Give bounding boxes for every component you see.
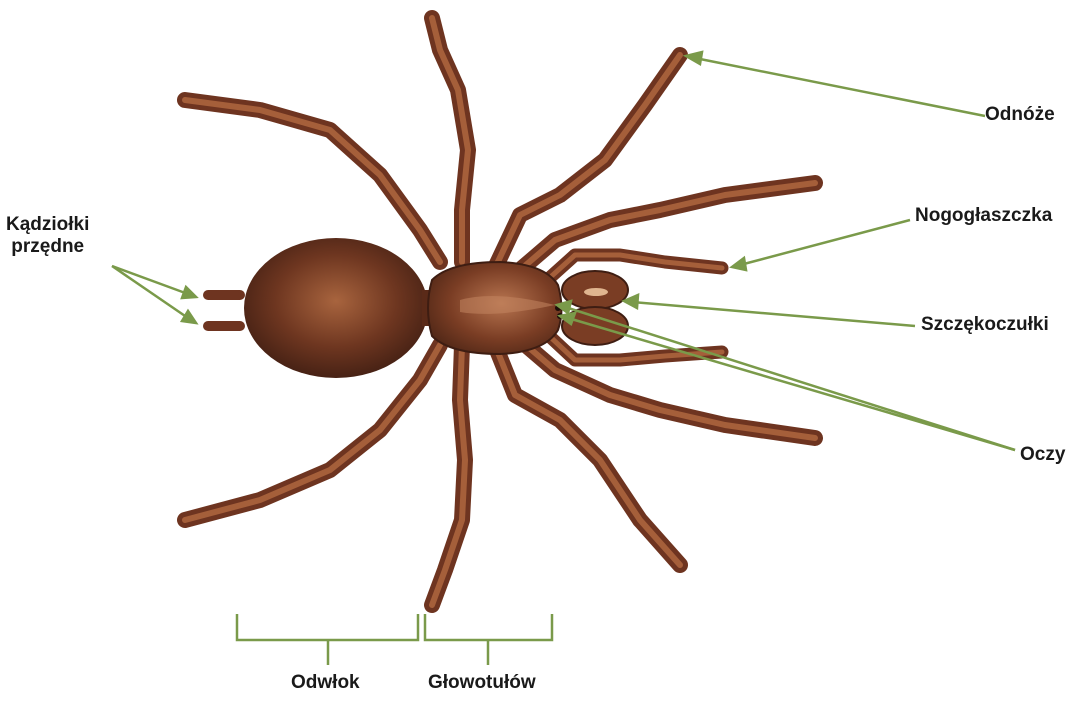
label-eyes: Oczy (1020, 444, 1065, 466)
label-spinnerets: Kądziołki przędne (6, 214, 89, 258)
abdomen-body (244, 238, 428, 378)
pointer-spinnerets-2 (112, 266, 188, 318)
label-cephalothorax: Głowotułów (428, 672, 536, 694)
bracket-cephalothorax (425, 614, 552, 665)
label-chelicerae: Szczękoczułki (921, 314, 1049, 336)
label-spinnerets-line1: Kądziołki (6, 214, 89, 236)
pointer-pedipalps (740, 220, 910, 265)
pointer-spinnerets-1 (112, 266, 188, 294)
spinnerets (203, 290, 245, 331)
brackets (237, 614, 552, 665)
label-spinnerets-line2: przędne (11, 236, 84, 258)
label-abdomen: Odwłok (291, 672, 360, 694)
pointer-legs (695, 58, 985, 116)
label-pedipalps: Nogogłaszczka (915, 205, 1052, 227)
pointer-chelicerae (632, 302, 915, 326)
label-legs: Odnóże (985, 104, 1055, 126)
bracket-abdomen (237, 614, 418, 665)
